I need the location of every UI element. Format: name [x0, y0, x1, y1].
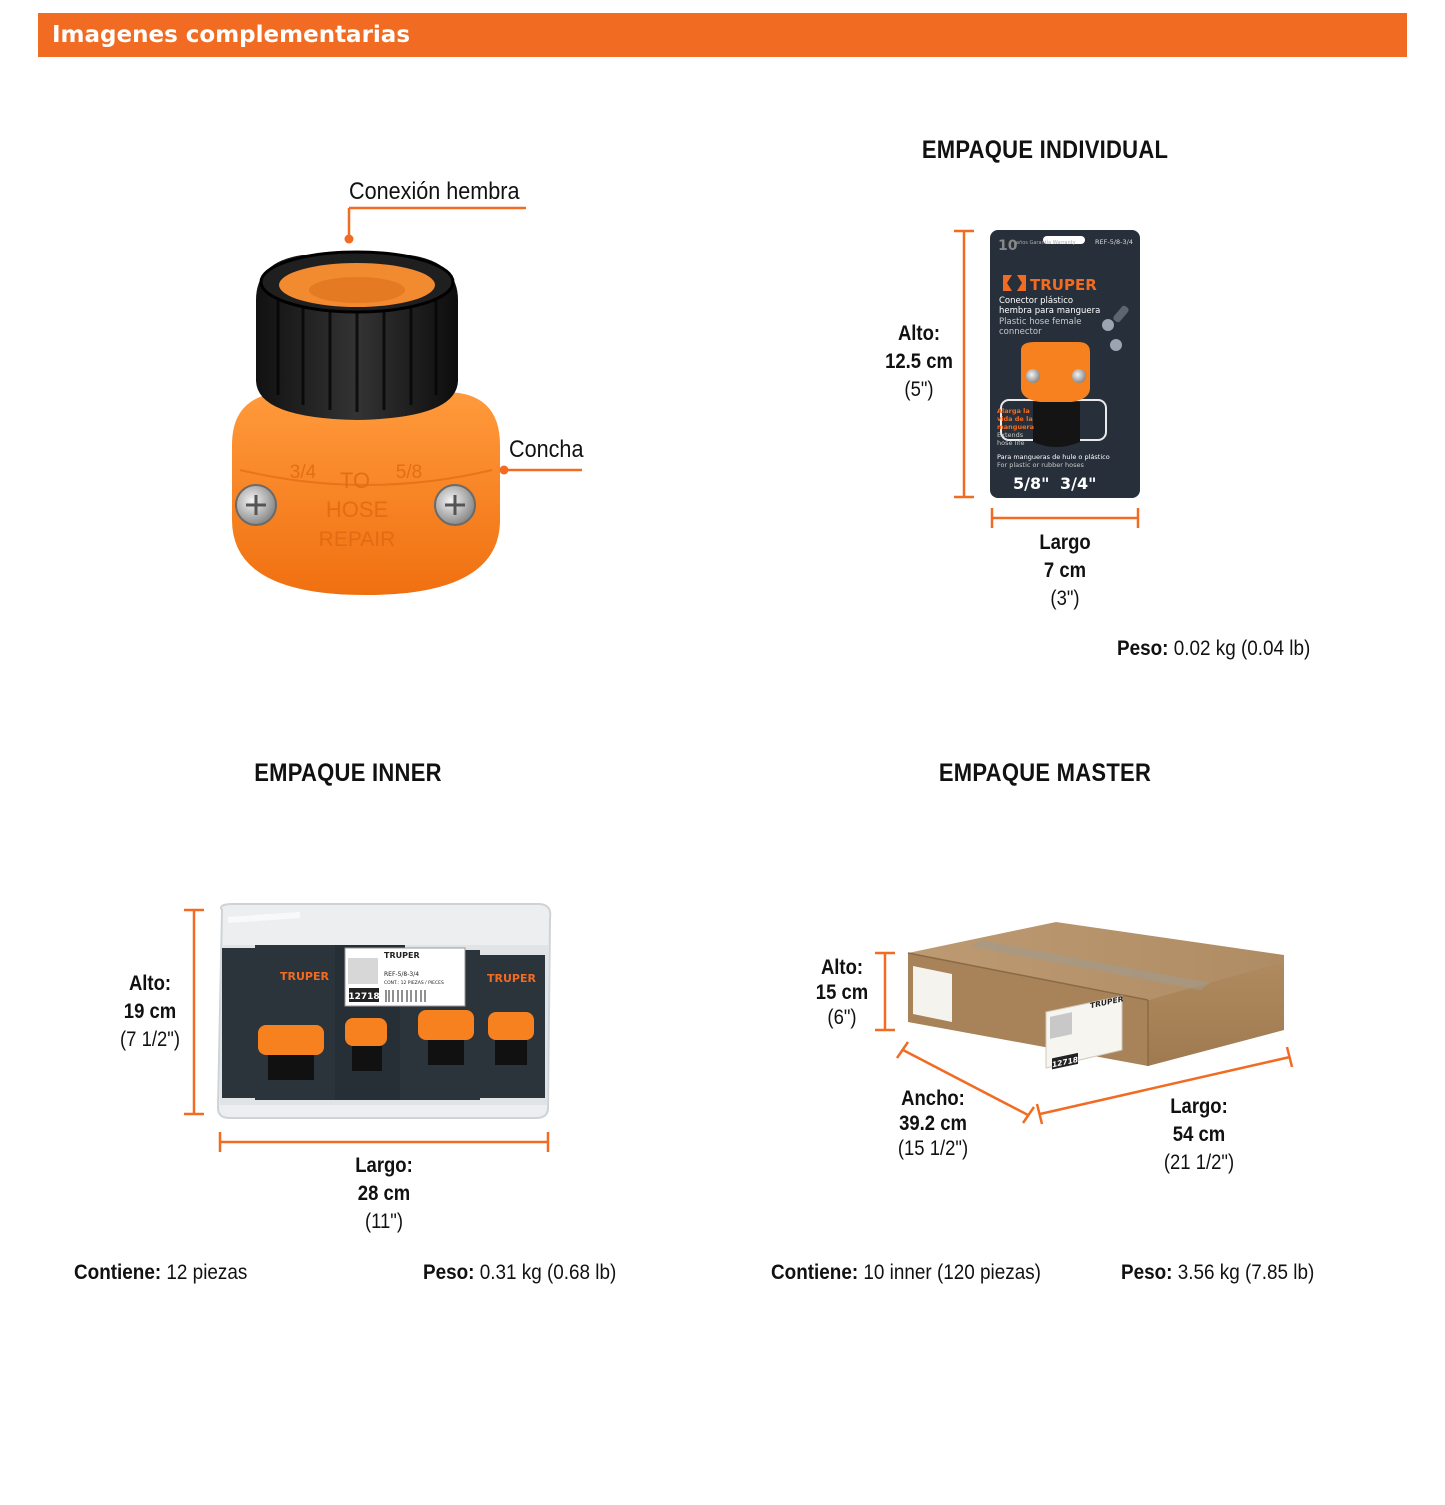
contents-label: Contiene: [74, 1261, 162, 1284]
ancho-metric: 39.2 cm [899, 1112, 967, 1135]
master-alto: Alto: 15 cm (6") [789, 955, 895, 1030]
card-desc-en-2: connector [999, 327, 1042, 337]
inner-contents: Contiene: 12 piezas [74, 1261, 247, 1285]
master-largo: Largo: 54 cm (21 1/2") [1137, 1093, 1260, 1177]
contents-label: Contiene: [771, 1261, 859, 1284]
alto-metric: 19 cm [123, 1000, 177, 1023]
inner-title: EMPAQUE INNER [254, 759, 442, 787]
contents-value: 10 inner (120 piezas) [863, 1261, 1041, 1284]
contents-value: 12 piezas [166, 1261, 248, 1284]
largo-metric: 54 cm [1172, 1123, 1226, 1146]
callout-female-connection: Conexión hembra [349, 178, 520, 205]
section-title: Imagenes complementarias [52, 22, 411, 48]
card-brand: TRUPER [1030, 276, 1097, 294]
individual-package-image: 10 años Garantía Warranty REF-5/8-3/4 TR… [990, 230, 1140, 498]
master-title: EMPAQUE MASTER [938, 759, 1152, 787]
inner-alto: Alto: 19 cm (7 1/2") [97, 970, 203, 1054]
inner-package-image: TRUPER TRUPER TRUPER REF-5/8-3/4 CONT.: … [216, 903, 552, 1119]
largo-label: Largo: [1170, 1095, 1228, 1118]
master-box-image: TRUPER 12718 [907, 922, 1284, 1070]
master-ancho: Ancho: 39.2 cm (15 1/2") [871, 1086, 994, 1161]
inner-card-brand: TRUPER [280, 970, 329, 983]
largo-imperial: (21 1/2") [1163, 1151, 1235, 1174]
inner-weight: Peso: 0.31 kg (0.68 lb) [423, 1261, 616, 1285]
alto-label: Alto: [820, 956, 864, 979]
card-ref: REF-5/8-3/4 [1095, 238, 1133, 246]
ancho-imperial: (15 1/2") [897, 1137, 969, 1160]
alto-label: Alto: [128, 972, 172, 995]
inner-dimension-lines [184, 908, 550, 1152]
card-warranty-text: años Garantía Warranty [1016, 239, 1076, 246]
card-desc-es-1: Conector plástico [999, 296, 1073, 306]
inner-largo: Largo: 28 cm (11") [331, 1152, 437, 1236]
largo-imperial: (11") [364, 1210, 404, 1233]
ancho-label: Ancho: [901, 1087, 965, 1110]
molded-text-repair: REPAIR [319, 528, 396, 551]
hose-connector-image: 3/4 TO 5/8 HOSE REPAIR [232, 250, 500, 595]
inner-label-brand: TRUPER [384, 951, 420, 960]
weight-label: Peso: [1121, 1261, 1173, 1284]
inner-label-ref: REF-5/8-3/4 [384, 971, 419, 978]
individual-largo: Largo 7 cm (3") [1012, 529, 1118, 613]
card-to-size: 3/4" [1060, 474, 1096, 493]
inner-label-count: CONT.: 12 PIEZAS / PIECES [384, 980, 444, 986]
individual-title: EMPAQUE INDIVIDUAL [921, 136, 1169, 164]
inner-label-code: 12718 [348, 992, 379, 1002]
card-benefit-4: Extends [997, 431, 1024, 439]
card-footer-en: For plastic or rubber hoses [997, 461, 1084, 469]
card-from-size: 5/8" [1013, 474, 1049, 493]
callout-lines [344, 206, 582, 475]
weight-label: Peso: [423, 1261, 475, 1284]
individual-weight: Peso: 0.02 kg (0.04 lb) [1117, 637, 1310, 661]
individual-alto: Alto: 12.5 cm (5") [866, 320, 972, 404]
card-benefit-1: Alarga la [997, 407, 1030, 415]
largo-metric: 28 cm [357, 1182, 411, 1205]
largo-imperial: (3") [1050, 587, 1080, 610]
weight-value: 0.02 kg (0.04 lb) [1173, 637, 1311, 660]
card-warranty-years: 10 [998, 238, 1018, 254]
card-footer-es: Para mangueras de hule o plástico [997, 453, 1110, 461]
master-weight: Peso: 3.56 kg (7.85 lb) [1121, 1261, 1314, 1285]
card-benefit-2: vida de la [997, 415, 1033, 423]
alto-imperial: (7 1/2") [120, 1028, 180, 1051]
alto-metric: 12.5 cm [885, 350, 953, 373]
section-header: Imagenes complementarias [38, 13, 1407, 57]
card-benefit-3: manguera [997, 423, 1034, 431]
master-dimension-lines [875, 951, 1294, 1125]
inner-card-brand-2: TRUPER [487, 972, 536, 985]
alto-metric: 15 cm [815, 981, 869, 1004]
individual-dimension-lines [954, 229, 1140, 528]
weight-label: Peso: [1117, 637, 1169, 660]
card-desc-en-1: Plastic hose female [999, 317, 1081, 327]
card-benefit-5: hose life [997, 439, 1024, 447]
weight-value: 0.31 kg (0.68 lb) [479, 1261, 617, 1284]
largo-label: Largo [1039, 531, 1091, 554]
alto-imperial: (6") [827, 1006, 857, 1029]
largo-metric: 7 cm [1043, 559, 1087, 582]
molded-text-to: TO [340, 468, 370, 493]
molded-text-hose: HOSE [326, 497, 388, 522]
weight-value: 3.56 kg (7.85 lb) [1177, 1261, 1315, 1284]
master-contents: Contiene: 10 inner (120 piezas) [771, 1261, 1041, 1285]
molded-text-size-a: 3/4 [290, 462, 317, 483]
callout-shell: Concha [509, 436, 584, 463]
card-desc-es-2: hembra para manguera [999, 306, 1100, 316]
molded-text-size-b: 5/8 [396, 462, 422, 483]
largo-label: Largo: [355, 1154, 413, 1177]
alto-imperial: (5") [904, 378, 934, 401]
alto-label: Alto: [897, 322, 941, 345]
